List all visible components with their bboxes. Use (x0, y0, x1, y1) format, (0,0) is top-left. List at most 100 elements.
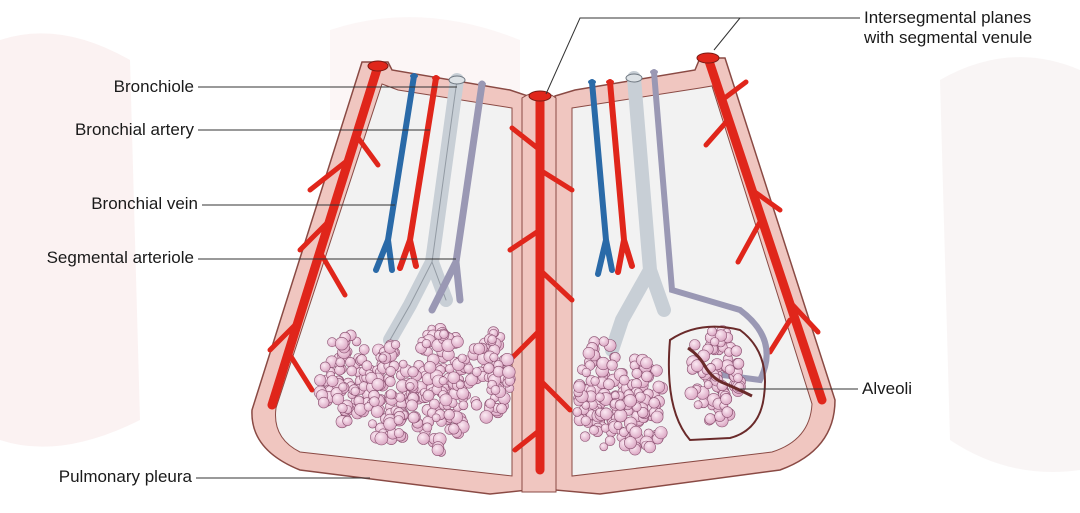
alveolus (343, 416, 353, 426)
alveolus (456, 381, 464, 389)
alveolus (457, 388, 469, 400)
label-alveoli: Alveoli (862, 379, 912, 399)
alveolus (685, 387, 698, 400)
alveolus (694, 401, 702, 409)
alveolus (653, 381, 665, 393)
alveolus (375, 432, 388, 445)
alveolus (605, 436, 615, 446)
alveolus (399, 360, 407, 368)
label-intersegmental-planes: Intersegmental planes with segmental ven… (864, 8, 1076, 47)
alveolus (630, 426, 642, 438)
alveolus (731, 346, 742, 357)
alveolus (705, 414, 716, 425)
alveolus (432, 444, 444, 456)
label-intersegmental-line2: with segmental venule (864, 28, 1076, 48)
alveolus (362, 361, 372, 371)
alveolus (490, 353, 498, 361)
alveolus (471, 400, 482, 411)
alveolus (459, 401, 468, 410)
alveolus (580, 432, 590, 442)
alveolus (444, 409, 455, 420)
alveolus (440, 330, 449, 339)
alveolus (386, 366, 396, 376)
alveolus (582, 368, 591, 377)
alveolus (408, 367, 418, 377)
alveolus (359, 345, 369, 355)
alveolus (394, 428, 403, 437)
alveolus (345, 357, 355, 367)
alveolus (339, 383, 347, 391)
alveolus (725, 365, 735, 375)
alveolus (624, 394, 637, 407)
alveolus (733, 358, 744, 369)
alveolus (574, 381, 586, 393)
alveolus (408, 412, 419, 423)
leader-intersegmental-right (714, 18, 740, 50)
alveolus (338, 403, 348, 413)
alveolus (473, 343, 484, 354)
alveolus (596, 393, 605, 402)
alveolus (336, 358, 345, 367)
alveolus (581, 416, 591, 426)
alveolus (315, 375, 326, 386)
alveolus (406, 400, 417, 411)
alveolus (472, 368, 481, 377)
alveolus (320, 362, 330, 372)
alveolus (347, 366, 357, 376)
alveolus (497, 404, 507, 414)
alveolus (351, 387, 360, 396)
alveolus (583, 347, 595, 359)
alveolus (722, 407, 733, 418)
alveolus (424, 361, 436, 373)
alveolus (391, 340, 400, 349)
alveolus (710, 338, 719, 347)
alveolus (432, 414, 440, 422)
label-bronchiole: Bronchiole (62, 77, 194, 97)
alveolus (655, 427, 667, 439)
alveolus (644, 441, 656, 453)
alveolus (607, 360, 618, 371)
alveolus (458, 354, 466, 362)
alveolus (423, 423, 432, 432)
alveolus (370, 397, 380, 407)
alveolus (386, 390, 396, 400)
alveolus (335, 337, 348, 350)
alveolus (642, 371, 653, 382)
alveolus (422, 339, 431, 348)
alveolus (707, 327, 716, 336)
alveolus (624, 437, 636, 449)
alveolus (371, 406, 383, 418)
alveolus (632, 368, 642, 378)
label-bronchial-vein: Bronchial vein (30, 194, 198, 214)
alveolus (440, 394, 452, 406)
label-pulmonary-pleura: Pulmonary pleura (4, 467, 192, 487)
alveolus (601, 424, 609, 432)
alveolus (493, 366, 504, 377)
alveolus (641, 357, 653, 369)
alveolus (327, 376, 338, 387)
alveolus (589, 426, 598, 435)
alveolus (480, 411, 493, 424)
alveolus (452, 336, 464, 348)
alveolus (704, 381, 712, 389)
alveolus (491, 386, 500, 395)
alveolus (379, 354, 387, 362)
alveolus (372, 378, 384, 390)
alveolus (449, 424, 460, 435)
alveolus (385, 377, 395, 387)
alveolus (599, 337, 609, 347)
alveolus (503, 366, 516, 379)
alveolus (734, 374, 743, 383)
alveolus (603, 379, 614, 390)
alveolus (418, 433, 430, 445)
alveolus (573, 408, 582, 417)
alveolus (464, 364, 473, 373)
alveolus (486, 399, 495, 408)
alveolus (600, 408, 612, 420)
alveolus (649, 398, 660, 409)
label-bronchial-artery: Bronchial artery (20, 120, 194, 140)
alveolus (619, 375, 629, 385)
label-intersegmental-line1: Intersegmental planes (864, 8, 1076, 28)
alveolus (368, 420, 376, 428)
